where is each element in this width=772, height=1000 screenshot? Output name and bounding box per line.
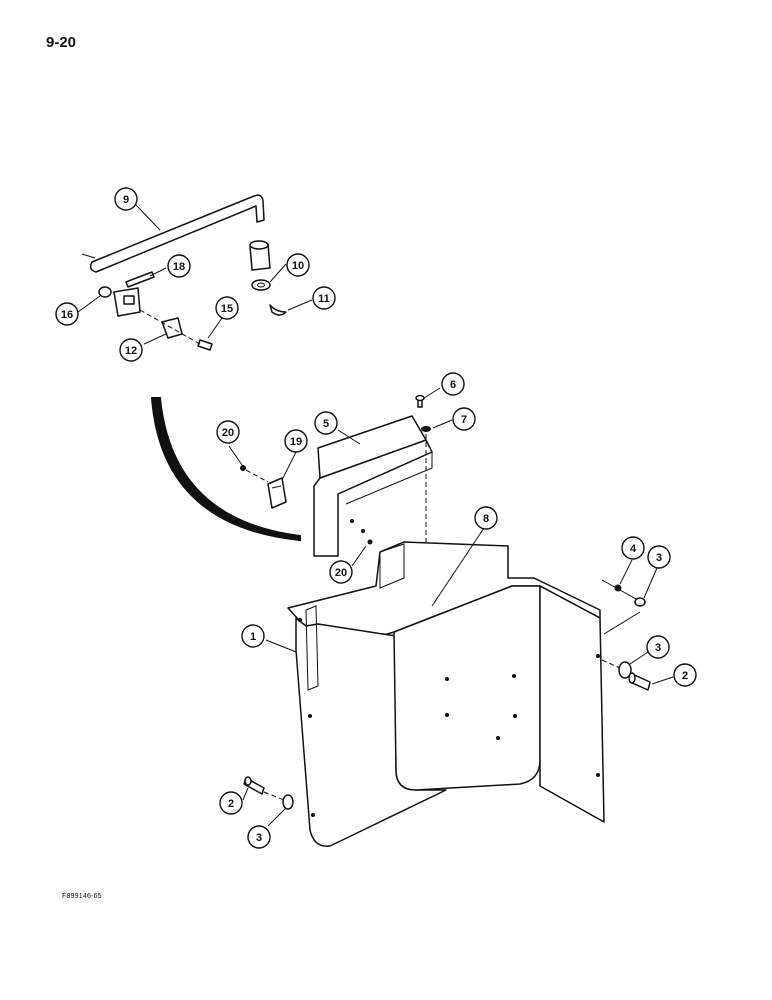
svg-text:2: 2 bbox=[228, 798, 234, 810]
hinge-latch bbox=[240, 465, 287, 509]
callout-3-b: 3 bbox=[646, 635, 670, 659]
page-number: 9-20 bbox=[46, 34, 77, 51]
callout-12: 18 bbox=[167, 254, 191, 278]
svg-text:4: 4 bbox=[630, 543, 637, 555]
callout-15: 12 bbox=[119, 338, 143, 362]
figure-code: F899146-65 bbox=[62, 893, 102, 900]
hardware-left bbox=[243, 776, 294, 810]
washer bbox=[251, 279, 271, 291]
svg-text:15: 15 bbox=[221, 303, 233, 315]
callout-7: 7 bbox=[452, 407, 476, 431]
main-housing bbox=[287, 541, 605, 847]
callout-3-c: 3 bbox=[247, 825, 271, 849]
callout-9: 9 bbox=[114, 187, 138, 211]
callout-19: 20 bbox=[216, 420, 240, 444]
svg-text:8: 8 bbox=[483, 513, 489, 525]
hardware-right bbox=[601, 579, 651, 691]
callout-11: 11 bbox=[312, 286, 336, 310]
svg-text:2: 2 bbox=[682, 670, 688, 682]
callout-3-a: 3 bbox=[647, 545, 671, 569]
callout-4: 4 bbox=[621, 536, 645, 560]
svg-text:10: 10 bbox=[292, 260, 304, 272]
callout-2-a: 2 bbox=[673, 663, 697, 687]
callout-18: 19 bbox=[284, 429, 308, 453]
svg-text:19: 19 bbox=[290, 436, 302, 448]
nut bbox=[98, 286, 112, 298]
rod bbox=[89, 194, 265, 273]
svg-text:5: 5 bbox=[323, 418, 329, 430]
rod-assembly bbox=[81, 194, 287, 351]
svg-text:7: 7 bbox=[461, 414, 467, 426]
callout-10: 10 bbox=[286, 253, 310, 277]
svg-text:20: 20 bbox=[335, 567, 347, 579]
callout-20: 20 bbox=[329, 560, 353, 584]
bolt bbox=[197, 339, 213, 351]
callout-1: 1 bbox=[241, 624, 265, 648]
callout-16: 15 bbox=[215, 296, 239, 320]
svg-text:18: 18 bbox=[173, 261, 185, 273]
callout-5: 5 bbox=[314, 411, 338, 435]
reference-arrow bbox=[150, 397, 301, 542]
callout-6: 6 bbox=[441, 372, 465, 396]
cover-plate bbox=[313, 415, 433, 557]
callout-2-b: 2 bbox=[219, 791, 243, 815]
svg-text:3: 3 bbox=[656, 552, 662, 564]
svg-text:6: 6 bbox=[450, 379, 456, 391]
cotter-pin bbox=[269, 304, 287, 316]
svg-text:1: 1 bbox=[250, 631, 256, 643]
svg-text:16: 16 bbox=[61, 309, 73, 321]
svg-text:20: 20 bbox=[222, 427, 234, 439]
svg-text:3: 3 bbox=[256, 832, 262, 844]
callout-17: 16 bbox=[55, 302, 79, 326]
callout-8: 8 bbox=[474, 506, 498, 530]
pin bbox=[125, 271, 155, 288]
svg-text:12: 12 bbox=[125, 345, 137, 357]
svg-text:3: 3 bbox=[655, 642, 661, 654]
leader-lines bbox=[77, 204, 674, 827]
svg-text:9: 9 bbox=[123, 194, 129, 206]
svg-text:11: 11 bbox=[318, 293, 330, 305]
